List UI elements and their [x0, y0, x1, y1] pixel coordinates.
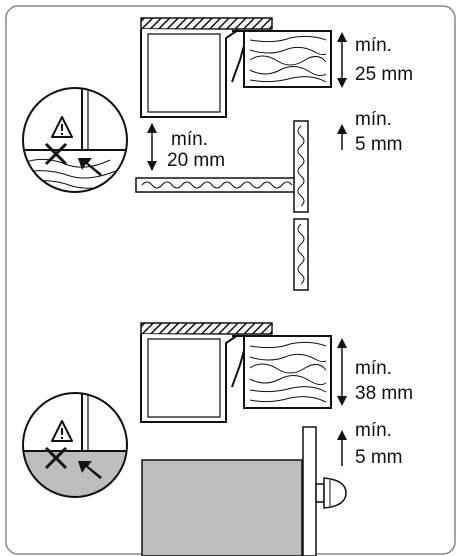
- arrow-pointer-icon: [78, 158, 102, 176]
- worktop-hatched-top: [140, 17, 273, 30]
- worktop-hatched-bottom: [140, 322, 273, 335]
- dimension-label-top-c-2: 5 mm: [355, 134, 403, 155]
- dimension-label-top-b-2: 20 mm: [167, 150, 225, 171]
- cross-mark-icon: [44, 142, 68, 166]
- dimension-label-top-a-2: 25 mm: [355, 64, 413, 85]
- dimension-label-bottom-a-2: 38 mm: [355, 383, 413, 404]
- door-knob: [315, 477, 347, 509]
- dimension-label-top-a-1: mín.: [355, 35, 392, 56]
- bottom-section: mín. 38 mm mín. 5 mm: [22, 322, 413, 556]
- wood-block-bottom: [243, 335, 332, 409]
- dimension-label-bottom-c-2: 5 mm: [355, 447, 403, 468]
- hob-body-bottom: [140, 334, 239, 423]
- warning-triangle-icon-bottom: [51, 420, 73, 442]
- cross-mark-icon-bottom: [44, 446, 68, 470]
- warning-circle-bottom: [22, 392, 128, 498]
- hob-body-top: [140, 29, 239, 118]
- warning-triangle-icon: [51, 116, 73, 138]
- wood-block-top: [243, 30, 332, 88]
- vertical-post-top-lower: [293, 218, 309, 291]
- cabinet-panel-bottom: [141, 459, 303, 556]
- dimension-arrow-top-middle: [147, 123, 157, 171]
- warning-circle-top: [22, 87, 128, 193]
- dimension-arrow-bottom-right-lower: [337, 430, 347, 466]
- shelf-top: [135, 177, 297, 193]
- top-section: mín. 25 mm mín. 20 mm mín.: [22, 17, 413, 291]
- dimension-arrow-top-right: [337, 32, 347, 88]
- arrow-pointer-icon-bottom: [78, 461, 102, 479]
- door-front-bottom: [302, 426, 317, 556]
- dimension-label-top-b-1: mín.: [171, 129, 208, 150]
- vertical-post-top-upper: [293, 120, 309, 213]
- dimension-label-bottom-c-1: mín.: [355, 420, 392, 441]
- dimension-arrow-top-right-lower: [337, 124, 347, 150]
- dimension-arrow-bottom-right: [337, 338, 347, 406]
- dimension-label-bottom-a-1: mín.: [355, 358, 392, 379]
- dimension-label-top-c-1: mín.: [355, 109, 392, 130]
